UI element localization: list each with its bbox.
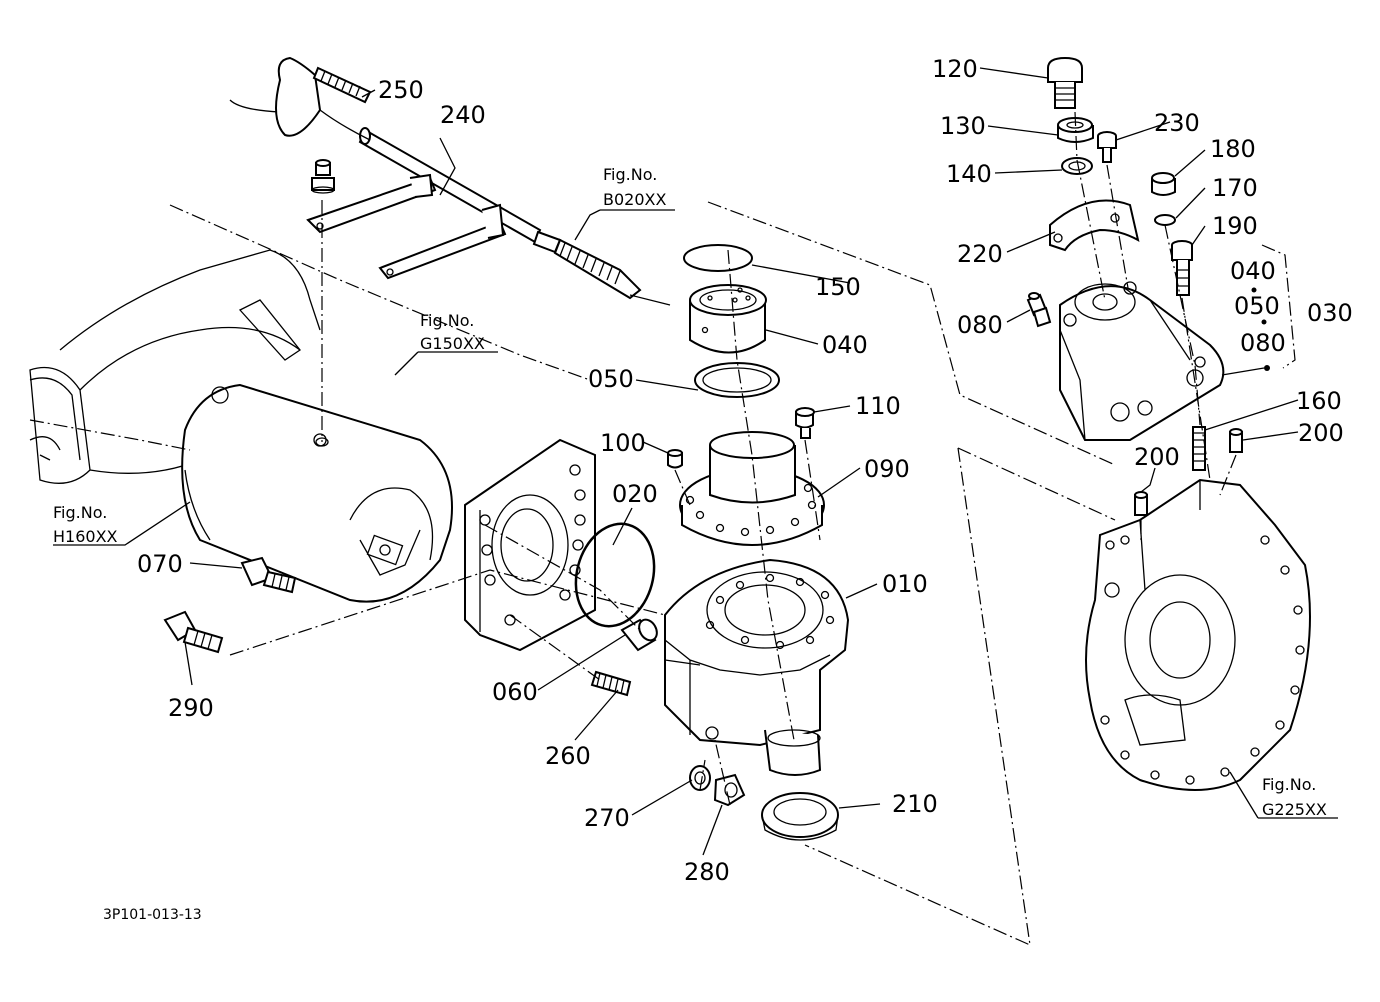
callout-100: 100	[600, 429, 646, 457]
callout-120: 120	[932, 55, 978, 83]
leader-lines	[53, 67, 1338, 856]
washer-170-drawing	[1154, 214, 1176, 226]
callout-250: 250	[378, 76, 424, 104]
callout-150: 150	[815, 273, 861, 301]
nut-280-drawing	[713, 773, 746, 807]
assembly-leader	[1221, 367, 1265, 376]
bolt-110-drawing	[795, 407, 815, 439]
flange-plate-drawing	[464, 438, 596, 652]
stud-260-drawing	[590, 670, 632, 697]
callout-260: 260	[545, 742, 591, 770]
callout-270: 270	[584, 804, 630, 832]
center-lines	[29, 111, 1237, 946]
callout-170: 170	[1212, 174, 1258, 202]
drawing-code: 3P101-013-13	[103, 907, 202, 923]
group-item-080: 080	[1240, 329, 1286, 357]
fig-ref-g225-code: G225XX	[1262, 800, 1327, 819]
group-item-050: 050	[1234, 292, 1280, 320]
bolt-100-drawing	[667, 449, 683, 469]
pin-200-left-drawing	[1134, 491, 1148, 516]
fig-ref-g150-label: Fig.No.	[420, 311, 474, 330]
callout-110: 110	[855, 392, 901, 420]
fig-ref-b020-code: B020XX	[603, 190, 666, 209]
callout-230: 230	[1154, 109, 1200, 137]
nut-180-drawing	[1151, 172, 1176, 196]
bolt-vertical-drawing	[311, 159, 335, 447]
rod-240-drawing	[306, 127, 671, 306]
callout-200-left: 200	[1134, 443, 1180, 471]
callout-010: 010	[882, 570, 928, 598]
callout-280: 280	[684, 858, 730, 886]
bolt-190-drawing	[1171, 240, 1193, 296]
callout-240: 240	[440, 101, 486, 129]
disc-150-drawing	[683, 244, 753, 272]
callout-200-right: 200	[1298, 419, 1344, 447]
bolt-290-drawing	[163, 610, 224, 654]
axle-housing-drawing	[29, 249, 453, 603]
callout-050: 050	[588, 365, 634, 393]
callout-160: 160	[1296, 387, 1342, 415]
callout-130: 130	[940, 112, 986, 140]
group-dot-1	[1251, 287, 1257, 293]
callout-290: 290	[168, 694, 214, 722]
collar-040-drawing	[689, 284, 767, 354]
callout-210: 210	[892, 790, 938, 818]
callout-220: 220	[957, 240, 1003, 268]
callout-140: 140	[946, 160, 992, 188]
clamp-250-drawing	[229, 56, 372, 141]
fitting-080-drawing	[1026, 292, 1052, 328]
stud-160-drawing	[1192, 426, 1206, 471]
callout-090: 090	[864, 455, 910, 483]
plug-120-drawing	[1047, 56, 1083, 109]
callout-190: 190	[1212, 212, 1258, 240]
bolt-230-drawing	[1097, 131, 1117, 163]
lower-housing-drawing	[1085, 478, 1311, 791]
callout-numbers: 120 130 230 140 180 170 190 220 080 040 …	[137, 55, 1353, 886]
assembly-bracket	[1261, 244, 1296, 369]
fig-ref-h160-label: Fig.No.	[53, 503, 107, 522]
gear-case-010-drawing	[664, 558, 850, 776]
fig-ref-g150-code: G150XX	[420, 334, 485, 353]
o-ring-020	[574, 522, 656, 628]
callout-020: 020	[612, 480, 658, 508]
callout-080: 080	[957, 311, 1003, 339]
bearing-holder-090-drawing	[679, 431, 825, 546]
callout-180: 180	[1210, 135, 1256, 163]
assembly-dot	[1264, 365, 1270, 371]
fig-ref-g225-label: Fig.No.	[1262, 775, 1316, 794]
fig-ref-b020-label: Fig.No.	[603, 165, 657, 184]
washer-140-drawing	[1061, 157, 1093, 175]
group-dot-2	[1261, 319, 1267, 325]
upper-housing-drawing	[1059, 281, 1225, 441]
callout-040: 040	[822, 331, 868, 359]
group-parent-030: 030	[1307, 299, 1353, 327]
pin-200-right-drawing	[1229, 428, 1243, 453]
callout-070: 070	[137, 550, 183, 578]
oil-seal-210-drawing	[761, 792, 839, 841]
fig-ref-h160-code: H160XX	[53, 527, 118, 546]
group-item-040: 040	[1230, 257, 1276, 285]
callout-060: 060	[492, 678, 538, 706]
plug-070-drawing	[240, 556, 297, 594]
ring-050-drawing	[694, 362, 780, 398]
